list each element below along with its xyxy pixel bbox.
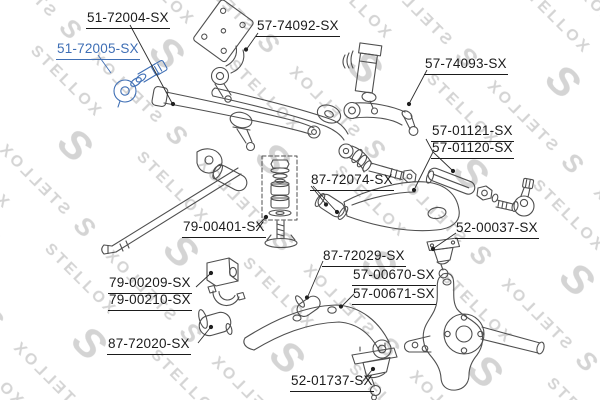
mounting-bracket-drawing — [193, 0, 254, 63]
steering-knuckle-drawing — [403, 272, 545, 391]
stabilizer-link-kit-drawing — [261, 155, 298, 221]
part-label-79-00401-sx: 79-00401-SX — [182, 219, 266, 238]
part-label-79-00209-sx: 79-00209-SX — [108, 275, 192, 294]
stabilizer-clamp-drawing — [207, 284, 246, 306]
part-label-51-72004-sx: 51-72004-SX — [86, 10, 170, 29]
leader-lines — [97, 24, 457, 382]
control-arm-bushing-drawing — [198, 309, 233, 337]
part-label-87-72020-sx: 87-72020-SX — [107, 336, 191, 355]
leader-dots — [170, 47, 456, 372]
steering-damper-drawing — [342, 42, 383, 115]
pitman-arm-drawing — [196, 148, 248, 192]
part-label-87-72074-sx: 87-72074-SX — [310, 172, 394, 191]
tie-rod-adjusting-tube-drawing — [425, 167, 499, 203]
part-label-57-00671-sx: 57-00671-SX — [352, 286, 436, 305]
part-label-57-01120-sx: 57-01120-SX — [431, 140, 514, 159]
stabilizer-bushing-drawing — [206, 257, 239, 287]
stabilizer-link-bolt-drawing — [264, 220, 298, 249]
center-link-drawing — [151, 86, 321, 152]
inner-tie-rod-drawing — [338, 143, 417, 184]
part-label-57-01121-sx: 57-01121-SX — [431, 123, 514, 142]
outer-tie-rod-end-drawing — [495, 177, 535, 217]
part-label-52-00037-sx: 52-00037-SX — [455, 220, 539, 239]
part-label-52-01737-sx: 52-01737-SX — [290, 373, 374, 392]
lower-control-arm-drawing — [243, 295, 392, 359]
part-label-79-00210-sx: 79-00210-SX — [108, 292, 192, 311]
idler-support-arm-drawing — [210, 45, 245, 103]
idler-arm-drawing — [343, 101, 419, 136]
part-label-57-00670-sx: 57-00670-SX — [352, 267, 436, 286]
part-label-57-74093-sx: 57-74093-SX — [424, 56, 508, 75]
part-label-57-74092-sx: 57-74092-SX — [256, 18, 340, 37]
part-label-87-72029-sx: 87-72029-SX — [322, 248, 406, 267]
relay-rod-drawing — [211, 87, 349, 141]
torsion-bar-drawing — [101, 167, 242, 255]
part-label-51-72005-sx-highlighted: 51-72005-SX — [56, 41, 140, 60]
upper-control-arm-drawing — [314, 181, 460, 232]
